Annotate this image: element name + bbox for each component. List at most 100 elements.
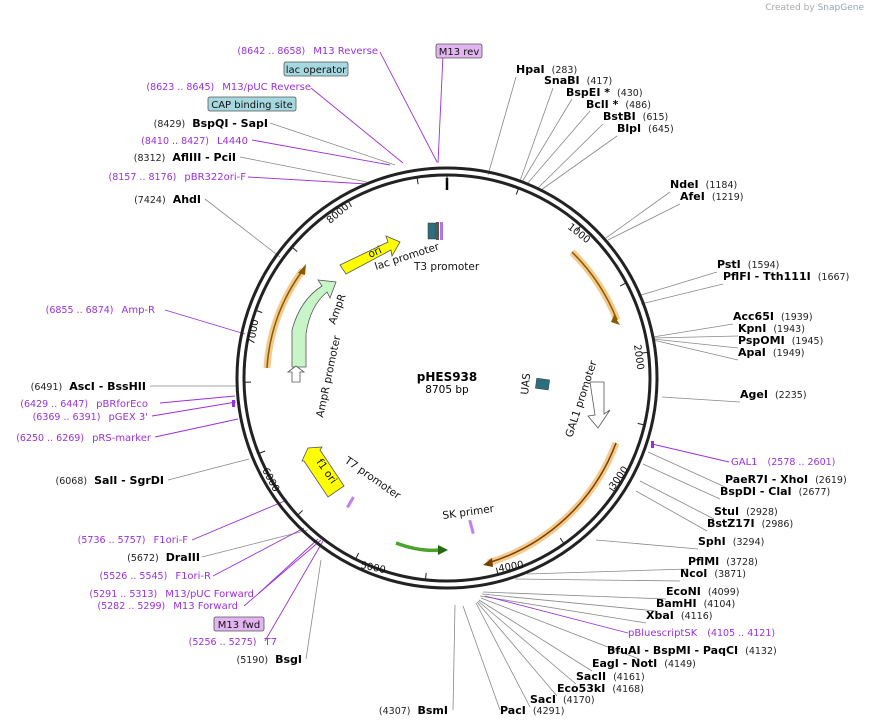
primer-feature[interactable]: (8410 .. 8427)L4440: [141, 136, 248, 147]
enzyme-site[interactable]: ApaI(1949): [738, 346, 805, 359]
enzyme-site[interactable]: EagI - NotI(4149): [592, 657, 696, 670]
enzyme-site[interactable]: (4307)BsmI: [379, 704, 448, 717]
enzyme-site[interactable]: (8312)AflIII - PciI: [134, 151, 236, 164]
enzyme-name: StuI: [714, 505, 739, 518]
enzyme-site[interactable]: PspOMI(1945): [738, 334, 823, 347]
enzyme-name: BspQI - SapI: [192, 117, 268, 130]
enzyme-name: BamHI: [656, 597, 697, 610]
primer-feature[interactable]: (5526 .. 5545)F1ori-R: [99, 571, 211, 582]
primer-feature[interactable]: pBluescriptSK(4105 .. 4121): [628, 628, 775, 639]
enzyme-position: (6068): [56, 476, 88, 487]
ori-label: ori: [366, 244, 383, 261]
plasmid-name: pHES938: [417, 370, 478, 384]
enzyme-site[interactable]: BlpI(645): [617, 122, 674, 135]
gal1-primer-mark: [651, 441, 654, 448]
enzyme-position: (430): [617, 88, 643, 99]
enzyme-site[interactable]: Acc65I(1939): [733, 310, 813, 323]
enzyme-position: (1949): [773, 348, 805, 359]
primer-feature[interactable]: (6429 .. 6447)pBRforEco: [20, 399, 148, 410]
primer-feature[interactable]: (5736 .. 5757)F1ori-F: [78, 535, 189, 546]
enzyme-site[interactable]: PstI (1594): [717, 258, 779, 271]
primer-feature[interactable]: (8157 .. 8176)pBR322ori-F: [109, 172, 247, 183]
enzyme-site[interactable]: PaeR7I - XhoI(2619): [725, 473, 847, 486]
enzyme-site[interactable]: Eco53kI(4168): [557, 682, 644, 695]
enzyme-name: PspOMI: [738, 334, 785, 347]
primer-feature[interactable]: (8642 .. 8658)M13 Reverse: [237, 46, 378, 57]
t7-primer-mark: [346, 496, 355, 509]
enzyme-site[interactable]: (6491)AscI - BssHII: [31, 380, 146, 393]
enzyme-position: (417): [587, 76, 613, 87]
enzyme-position: (486): [625, 100, 651, 111]
enzyme-position: (283): [552, 65, 578, 76]
primer-feature[interactable]: (5282 .. 5299)M13 Forward: [97, 601, 238, 612]
primer-feature[interactable]: (6250 .. 6269)pRS-marker: [16, 433, 152, 444]
ampr-promoter-label: AmpR promoter: [314, 334, 343, 419]
enzyme-position: (5190): [237, 655, 269, 666]
enzyme-site[interactable]: StuI(2928): [714, 505, 778, 518]
primer-feature[interactable]: (6369 .. 6391)pGEX 3': [33, 412, 148, 423]
enzyme-name: HpaI: [516, 63, 545, 76]
enzyme-site[interactable]: XbaI(4116): [646, 609, 712, 622]
promoter-primer-block: [440, 222, 443, 240]
tick-mark: [609, 487, 616, 493]
enzyme-site[interactable]: NdeI(1184): [670, 178, 737, 191]
t3-promoter-label: T3 promoter: [413, 261, 480, 273]
m13-rev-box[interactable]: M13 rev: [435, 43, 483, 59]
enzyme-position: (1219): [712, 192, 744, 203]
feature-range: (4105 .. 4121): [707, 628, 775, 639]
enzyme-site[interactable]: (6068)SalI - SgrDI: [56, 474, 164, 487]
primer-feature[interactable]: GAL1(2578 .. 2601): [731, 457, 835, 468]
primer-feature[interactable]: (6855 .. 6874)Amp-R: [46, 305, 155, 316]
enzyme-site[interactable]: PflFI - Tth111I(1667): [723, 270, 849, 283]
snapgene-logo-text: SnapGene: [817, 3, 864, 13]
enzyme-position: (6491): [31, 382, 63, 393]
enzyme-site[interactable]: BamHI(4104): [656, 597, 735, 610]
enzyme-site[interactable]: HpaI (283): [516, 63, 577, 76]
enzyme-site[interactable]: NcoI(3871): [680, 567, 746, 580]
enzyme-name: SacI: [530, 693, 556, 706]
enzyme-site[interactable]: BfuAI - BspMI - PaqCI(4132): [607, 644, 777, 657]
m13-fwd-box[interactable]: M13 fwd: [213, 616, 265, 632]
enzyme-name: NdeI: [670, 178, 699, 191]
enzyme-site[interactable]: (7424)AhdI: [134, 193, 201, 206]
enzyme-position: (3728): [726, 557, 758, 568]
enzyme-site[interactable]: SacII(4161): [576, 670, 645, 683]
enzyme-name: BspDI - ClaI: [720, 485, 792, 498]
cap-site-box[interactable]: CAP binding site: [207, 96, 297, 112]
enzyme-site[interactable]: (8429)BspQI - SapI: [154, 117, 268, 130]
right-enzyme-labels: HpaI (283)SnaBI (417)BspEI *(430)BclI *(48…: [500, 63, 849, 717]
tick-mark: [297, 510, 303, 516]
feature-range: (8642 .. 8658): [237, 46, 305, 57]
enzyme-position: (4099): [708, 587, 740, 598]
enzyme-position: (4168): [612, 684, 644, 695]
enzyme-site[interactable]: AfeI(1219): [680, 190, 743, 203]
enzyme-name: DraIII: [166, 551, 200, 564]
lac-operator-box[interactable]: lac operator: [283, 61, 349, 77]
enzyme-site[interactable]: BspEI *(430): [566, 86, 643, 99]
enzyme-site[interactable]: EcoNI(4099): [666, 585, 739, 598]
primer-feature[interactable]: (8623 .. 8645)M13/pUC Reverse: [146, 82, 311, 93]
enzyme-position: (4116): [681, 611, 713, 622]
enzyme-site[interactable]: (5672)DraIII: [127, 551, 200, 564]
enzyme-site[interactable]: BstZ17I(2986): [707, 517, 793, 530]
enzyme-position: (1594): [748, 260, 780, 271]
enzyme-site[interactable]: BstBI(615): [603, 110, 668, 123]
enzyme-site[interactable]: SnaBI (417): [544, 74, 612, 87]
enzyme-site[interactable]: BclI *(486): [586, 98, 651, 111]
enzyme-site[interactable]: SacI(4170): [530, 693, 595, 706]
lac-operator-text: lac operator: [286, 65, 347, 76]
primer-feature[interactable]: (5256 .. 5275)T7: [189, 637, 277, 648]
enzyme-site[interactable]: SphI(3294): [698, 535, 764, 548]
enzyme-site[interactable]: PflMI(3728): [688, 555, 758, 568]
enzyme-site[interactable]: AgeI(2235): [740, 388, 807, 401]
feature-range: (5282 .. 5299): [97, 601, 165, 612]
feature-range: (5526 .. 5545): [99, 571, 167, 582]
enzyme-name: SnaBI: [544, 74, 580, 87]
primer-feature[interactable]: (5291 .. 5313)M13/pUC Forward: [89, 589, 254, 600]
enzyme-name: PstI: [717, 258, 741, 271]
enzyme-site[interactable]: BspDI - ClaI(2677): [720, 485, 830, 498]
enzyme-site[interactable]: (5190)BsgI: [237, 653, 303, 666]
enzyme-site[interactable]: PacI(4291): [500, 704, 564, 717]
uas-label: UAS: [519, 372, 533, 395]
enzyme-site[interactable]: KpnI(1943): [738, 322, 805, 335]
